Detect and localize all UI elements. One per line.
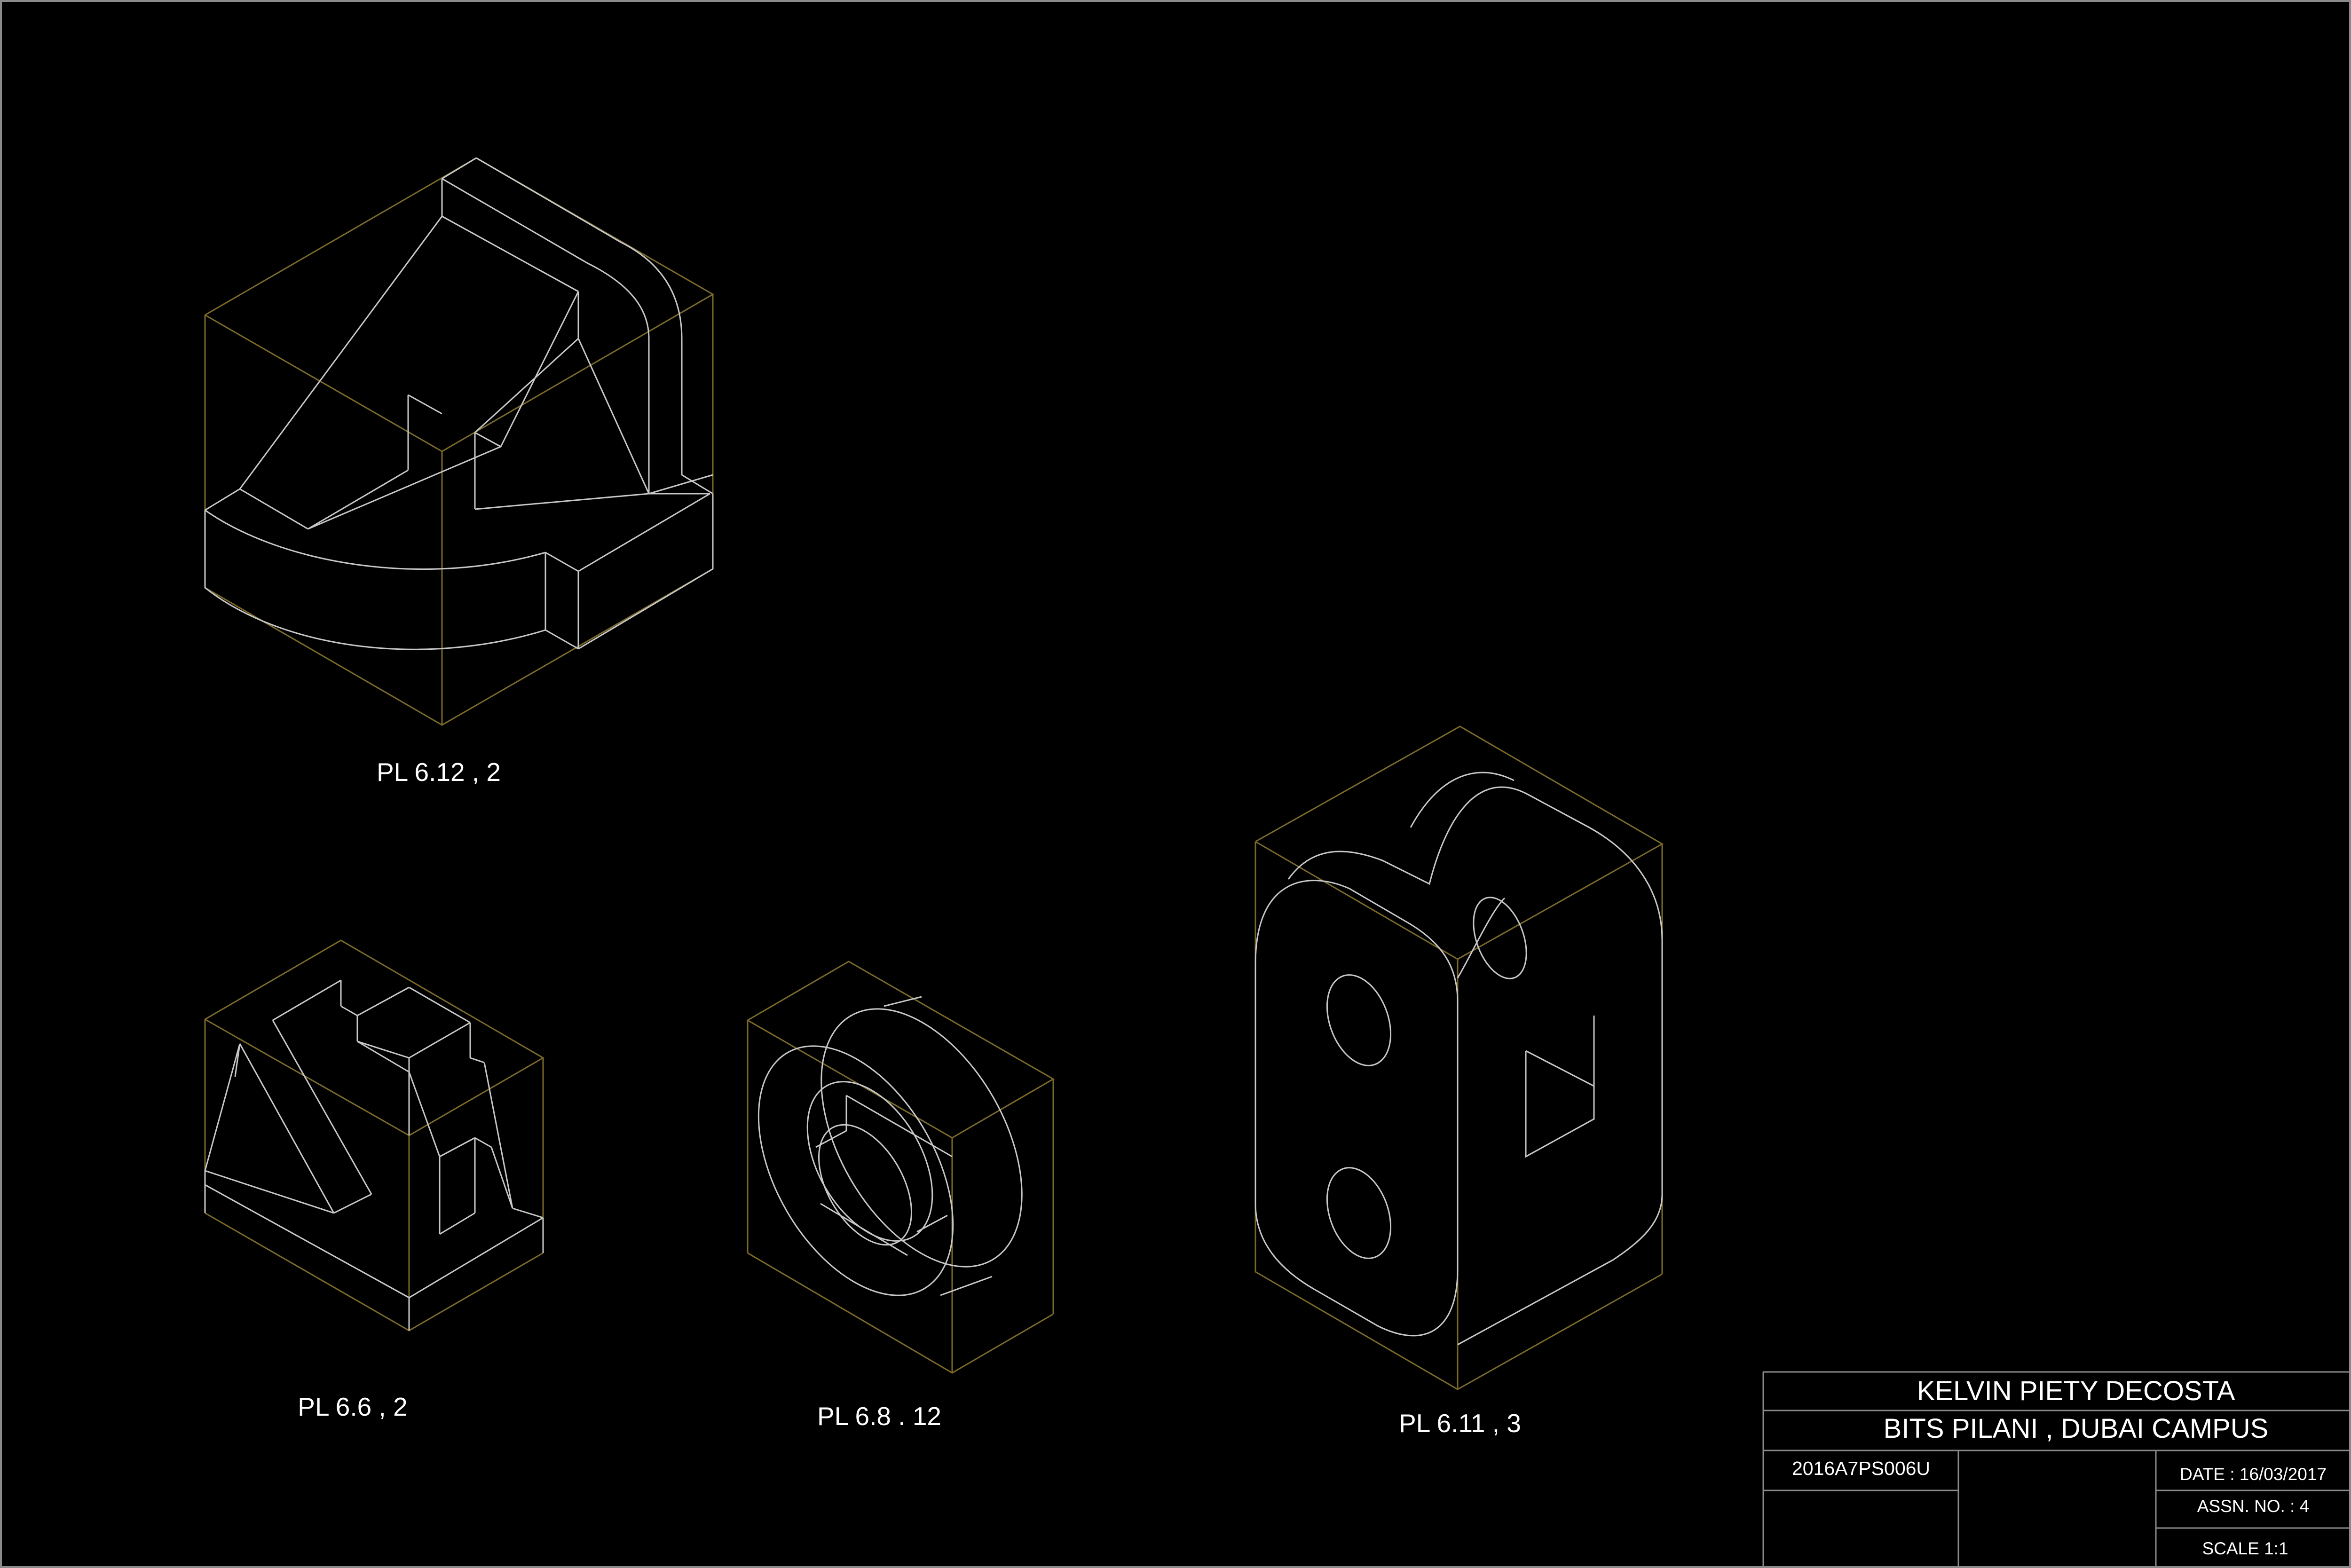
figure-pl-6-6	[204, 939, 544, 1332]
title-block-institution: BITS PILANI , DUBAI CAMPUS	[1883, 1413, 2269, 1444]
bounding-box	[204, 157, 714, 726]
title-block	[1762, 1371, 2350, 1567]
title-block-scale: SCALE 1:1	[2202, 1539, 2288, 1558]
figure-pl-6-8	[747, 961, 1055, 1374]
part-geometry	[757, 996, 1023, 1296]
figure-label-pl-6-12: PL 6.12 , 2	[377, 757, 501, 787]
part-geometry	[204, 157, 714, 650]
title-block-date: DATE : 16/03/2017	[2180, 1465, 2327, 1484]
part-geometry	[1254, 772, 1663, 1346]
figure-pl-6-12	[204, 157, 714, 726]
title-block-id: 2016A7PS006U	[1791, 1458, 1931, 1479]
part-geometry	[204, 979, 544, 1331]
title-block-name: KELVIN PIETY DECOSTA	[1917, 1376, 2235, 1406]
figure-label-pl-6-11: PL 6.11 , 3	[1399, 1409, 1521, 1438]
title-block-assignment: ASSN. NO. : 4	[2197, 1497, 2310, 1516]
bounding-box	[204, 939, 544, 1332]
bounding-box	[747, 961, 1055, 1374]
figure-label-pl-6-6: PL 6.6 , 2	[298, 1392, 408, 1421]
figure-label-pl-6-8: PL 6.8 . 12	[817, 1402, 941, 1431]
figure-pl-6-11	[1254, 725, 1664, 1390]
